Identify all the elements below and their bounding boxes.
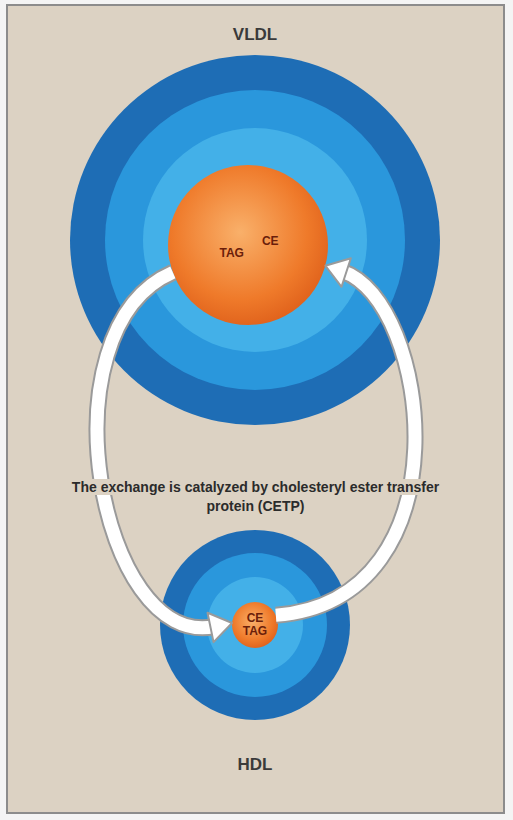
ring-layer	[207, 577, 303, 673]
lipid-core: TAG CE	[168, 165, 328, 325]
lipid-core: CETAG	[232, 602, 278, 648]
ring-layer	[143, 128, 367, 352]
ring-layer	[105, 90, 405, 390]
particle-rings	[70, 55, 440, 425]
lipid-label: TAG	[219, 247, 243, 260]
lipid-label: CE	[247, 612, 264, 625]
lipid-label: CE	[262, 235, 279, 248]
connector-layer	[8, 6, 503, 812]
lipoprotein-name: VLDL	[70, 20, 440, 50]
lipoprotein-particle: HDL CETAG	[160, 530, 350, 790]
core-circle	[168, 165, 328, 325]
core-circle	[232, 602, 278, 648]
core-fill	[168, 165, 328, 325]
lipoprotein-name: HDL	[160, 750, 350, 780]
lipid-label: TAG	[243, 625, 267, 638]
note-box: The exchange is catalyzed by cholesteryl…	[48, 478, 463, 516]
ring-layer	[160, 530, 350, 720]
lipoprotein-particle: VLDL TAG CE	[70, 20, 440, 425]
ring-layer	[70, 55, 440, 425]
note-text: The exchange is catalyzed by cholesteryl…	[69, 479, 442, 514]
background-panel: The exchange is catalyzed by cholesteryl…	[6, 4, 505, 814]
ring-layer	[183, 553, 327, 697]
